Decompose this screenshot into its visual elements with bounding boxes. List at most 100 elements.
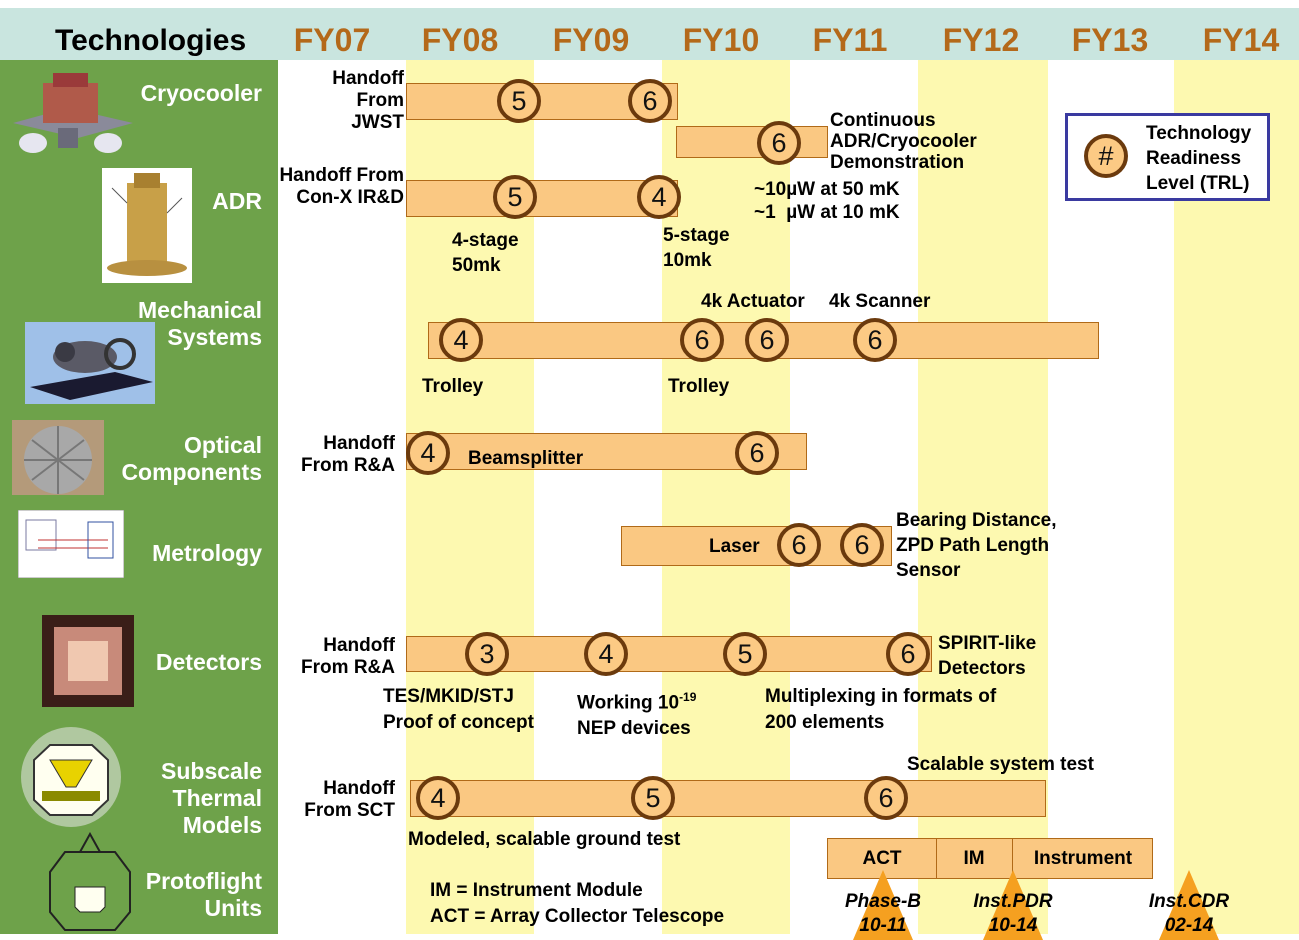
column-fy07: [278, 60, 406, 934]
timeline-header: Technologies FY07 FY08 FY09 FY10 FY11 FY…: [0, 8, 1299, 60]
metrology-trl-1: 6: [777, 523, 821, 567]
thermal-models-image: [21, 727, 121, 827]
year-fy08: FY08: [421, 22, 499, 58]
optical-components-image: [12, 420, 104, 495]
protoflight-act: ACT: [862, 848, 902, 869]
tech-label-detectors: Detectors: [155, 649, 262, 675]
metrology-trl-2: 6: [840, 523, 884, 567]
protoflight-def-act: ACT = Array Collector Telescope: [430, 906, 725, 927]
continuous-adr-label: Continuous ADR/Cryocooler Demonstration: [830, 110, 977, 173]
thermal-modeled-label: Modeled, scalable ground test: [408, 829, 681, 850]
protoflight-divider-2: [1012, 839, 1013, 878]
detectors-trl-3: 5: [723, 632, 767, 676]
thermal-trl-2: 5: [631, 776, 675, 820]
optical-handoff: Handoff From R&A: [301, 433, 395, 476]
tech-label-optical-components: Optical Components: [121, 432, 262, 485]
milestone-inst-pdr-marker: [983, 870, 1043, 940]
detectors-handoff: Handoff From R&A: [301, 635, 395, 678]
metrology-note: Bearing Distance, ZPD Path Length Sensor: [896, 510, 1057, 581]
detectors-trl-2: 4: [584, 632, 628, 676]
tech-label-cryocooler: Cryocooler: [140, 80, 262, 106]
adr-trl-2: 4: [637, 175, 681, 219]
continuous-adr-trl: 6: [757, 121, 801, 165]
technologies-title: Technologies: [55, 24, 247, 57]
optical-trl-1: 4: [406, 431, 450, 475]
legend-trl-circle: #: [1084, 134, 1128, 178]
cryocooler-handoff: Handoff From JWST: [332, 68, 404, 133]
detectors-nep-text: Working 10: [577, 692, 680, 714]
mechanical-trolley-2: Trolley: [668, 376, 730, 397]
tech-label-metrology: Metrology: [152, 540, 262, 566]
detectors-nep-devices: NEP devices: [577, 718, 691, 740]
milestone-phase-b-date: 10-11: [859, 915, 907, 936]
tech-label-protoflight: Protoflight Units: [145, 868, 262, 921]
year-fy14: FY14: [1202, 22, 1280, 58]
detectors-multiplex-label: Multiplexing in formats of 200 elements: [765, 686, 997, 733]
metrology-image: [18, 510, 124, 578]
year-fy12: FY12: [942, 22, 1020, 58]
trl-legend: # Technology Readiness Level (TRL): [1065, 113, 1270, 201]
detectors-image: [42, 615, 134, 707]
mechanical-scanner-label: 4k Scanner: [829, 291, 931, 312]
continuous-adr-bar: [676, 126, 828, 158]
milestone-inst-pdr-date: 10-14: [988, 915, 1038, 936]
cryocooler-trl-2: 6: [628, 79, 672, 123]
milestone-inst-pdr: Inst.PDR 10-14: [958, 890, 1068, 938]
protoflight-image: [49, 832, 131, 931]
mechanical-actuator-label: 4k Actuator: [701, 291, 805, 312]
detectors-nep-exponent: -19: [679, 690, 697, 704]
optical-trl-2: 6: [735, 431, 779, 475]
thermal-bar: [410, 780, 1046, 817]
thermal-trl-1: 4: [416, 776, 460, 820]
milestone-phase-b: Phase-B 10-11: [828, 890, 938, 938]
milestone-inst-pdr-name: Inst.PDR: [973, 891, 1053, 912]
mechanical-trl-4: 6: [853, 318, 897, 362]
milestone-inst-cdr-date: 02-14: [1164, 915, 1214, 936]
year-fy11: FY11: [812, 22, 888, 58]
technology-sidebar: Cryocooler ADR Mechanical Systems Optica…: [0, 60, 278, 934]
detectors-tes-label: TES/MKID/STJ Proof of concept: [383, 686, 534, 733]
detectors-nep-label: Working 10-19 NEP devices: [577, 684, 727, 742]
adr-performance-1: ~10µW at 50 mK: [754, 179, 900, 200]
milestone-inst-cdr-marker: [1159, 870, 1219, 940]
column-fy13: [1048, 60, 1174, 934]
mechanical-trl-1: 4: [439, 318, 483, 362]
year-fy07: FY07: [293, 22, 371, 58]
mechanical-trl-2: 6: [680, 318, 724, 362]
protoflight-divider-1: [936, 839, 937, 878]
mechanical-trolley-1: Trolley: [422, 376, 484, 397]
legend-text: Technology Readiness Level (TRL): [1146, 123, 1252, 194]
adr-label-5stage: 5-stage 10mk: [663, 225, 730, 271]
tech-label-adr: ADR: [212, 188, 262, 214]
detectors-spirit-label: SPIRIT-like Detectors: [938, 633, 1037, 679]
optical-beamsplitter-label: Beamsplitter: [468, 448, 584, 469]
adr-performance-2: ~1 µW at 10 mK: [754, 202, 900, 223]
year-fy13: FY13: [1071, 22, 1149, 58]
thermal-handoff: Handoff From SCT: [304, 778, 395, 821]
adr-handoff: Handoff From Con-X IR&D: [279, 165, 404, 208]
tech-label-mechanical-systems: Mechanical Systems: [138, 297, 262, 350]
tech-label-thermal-models: Subscale Thermal Models: [161, 758, 262, 838]
metrology-laser-label: Laser: [709, 536, 760, 557]
milestone-phase-b-marker: [853, 870, 913, 940]
year-fy09: FY09: [552, 22, 630, 58]
protoflight-def-im: IM = Instrument Module: [430, 880, 643, 901]
protoflight-instrument: Instrument: [1033, 848, 1133, 869]
milestone-inst-cdr: Inst.CDR 02-14: [1134, 890, 1244, 938]
cryocooler-trl-1: 5: [497, 79, 541, 123]
mechanical-trl-3: 6: [745, 318, 789, 362]
adr-bar: [406, 180, 678, 217]
mechanical-systems-image: [25, 322, 155, 404]
year-fy10: FY10: [682, 22, 760, 58]
milestone-inst-cdr-name: Inst.CDR: [1148, 891, 1230, 912]
adr-label-4stage: 4-stage 50mk: [452, 230, 519, 276]
detectors-trl-1: 3: [465, 632, 509, 676]
detectors-trl-4: 6: [886, 632, 930, 676]
thermal-trl-3: 6: [864, 776, 908, 820]
milestone-phase-b-name: Phase-B: [844, 891, 922, 912]
adr-image: [102, 168, 192, 283]
adr-trl-1: 5: [493, 175, 537, 219]
thermal-scalable-label: Scalable system test: [907, 754, 1094, 775]
cryocooler-image: [13, 73, 133, 153]
protoflight-im: IM: [963, 848, 985, 869]
